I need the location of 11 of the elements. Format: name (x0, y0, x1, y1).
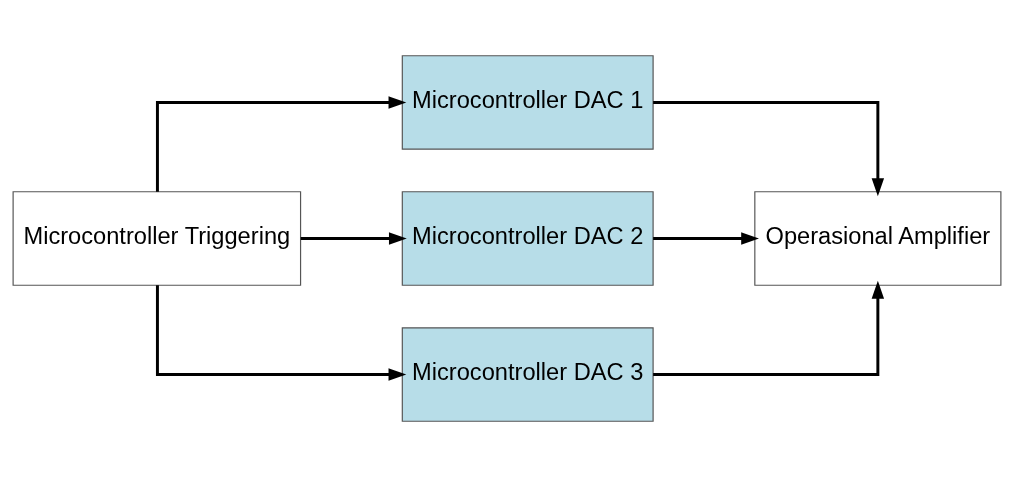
node-box: Microcontroller DAC 2 (401, 191, 654, 286)
node-box: Operasional Amplifier (754, 191, 1002, 286)
arrow (653, 232, 759, 245)
node-box: Microcontroller Triggering (12, 191, 302, 286)
arrow (653, 280, 885, 377)
node-box: Microcontroller DAC 3 (401, 327, 654, 422)
arrow (155, 96, 407, 192)
node-box: Microcontroller DAC 1 (401, 55, 654, 150)
arrow (155, 285, 407, 381)
arrow (653, 100, 885, 197)
arrow (300, 232, 407, 245)
